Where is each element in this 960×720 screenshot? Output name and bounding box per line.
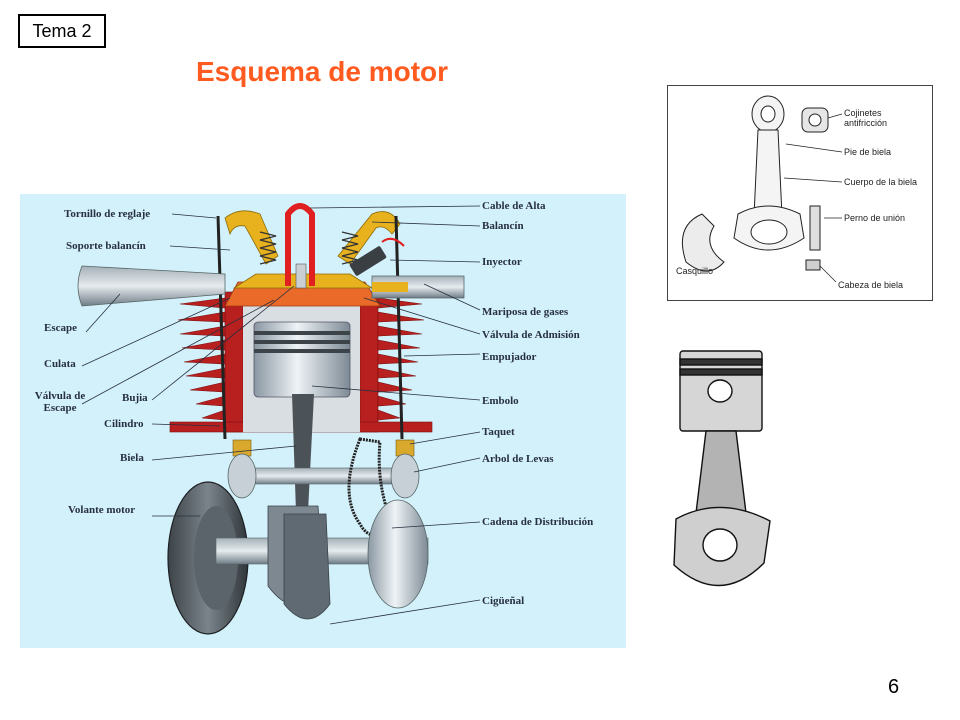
label-taquet: Taquet: [482, 426, 515, 438]
label-volante-motor: Volante motor: [68, 504, 136, 516]
label-culata: Culata: [44, 358, 76, 370]
engine-cutaway-diagram: Tornillo de reglaje Soporte balancín Esc…: [20, 194, 626, 648]
label-soporte-balancin: Soporte balancín: [66, 240, 146, 252]
label-cuerpo-biela: Cuerpo de la biela: [844, 177, 918, 187]
label-escape: Escape: [44, 322, 77, 334]
label-cadena-distribucion: Cadena de Distribución: [482, 516, 594, 528]
leader-lines: [81, 205, 481, 625]
label-pie-biela: Pie de biela: [844, 147, 892, 157]
engine-illustration: [77, 203, 481, 635]
label-cable-alta: Cable de Alta: [482, 200, 546, 212]
label-mariposa-gases: Mariposa de gases: [482, 306, 569, 318]
label-balancin: Balancín: [482, 220, 524, 232]
piston-with-connecting-rod-icon: [673, 350, 771, 587]
label-inyector: Inyector: [482, 256, 522, 268]
label-casquillo: Casquillo: [676, 266, 714, 276]
label-cilindro: Cilindro: [104, 418, 144, 430]
spark-plug: [295, 263, 307, 289]
label-biela: Biela: [120, 452, 144, 464]
piston: [253, 321, 351, 398]
valve-springs: [259, 231, 359, 265]
label-valvula-admision: Válvula de Admisión: [482, 329, 580, 341]
label-empujador: Empujador: [482, 351, 537, 363]
slide-title: Esquema de motor: [196, 56, 449, 87]
label-ciguenal: Cigüeñal: [482, 595, 525, 607]
label-perno-union: Perno de unión: [844, 213, 906, 223]
intake-manifold: [372, 282, 408, 292]
exhaust-pipe: [77, 265, 226, 307]
label-bujia: Bujia: [122, 392, 148, 404]
label-valvula-escape: Válvula de Escape: [34, 390, 86, 414]
label-tornillo-reglaje: Tornillo de reglaje: [64, 208, 151, 220]
label-cojinetes: Cojinetes antifricción: [844, 108, 888, 128]
pushrods: [216, 215, 404, 440]
connecting-rod-illustration: [682, 95, 843, 283]
crankshaft: [215, 499, 429, 620]
label-embolo: Embolo: [482, 395, 519, 407]
connecting-rod-diagram: Cojinetes antifricción Pie de biela Cuer…: [667, 85, 933, 301]
ignition-cable: [285, 203, 315, 286]
page-number: 6: [888, 676, 900, 698]
camshaft: [227, 453, 420, 499]
topic-tag: Tema 2: [18, 14, 106, 48]
label-arbol-levas: Arbol de Levas: [482, 453, 554, 465]
label-cabeza-biela: Cabeza de biela: [838, 280, 904, 290]
connecting-rod: [292, 394, 314, 512]
injector: [349, 237, 405, 276]
